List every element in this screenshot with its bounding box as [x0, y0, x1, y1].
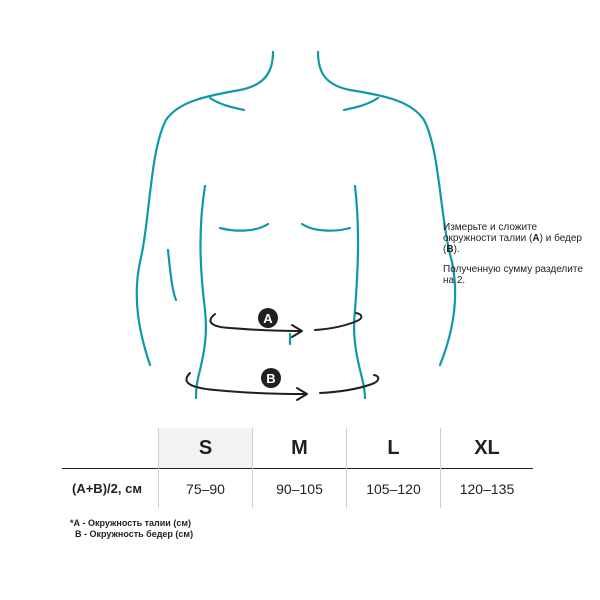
footnote-a: *А - Окружность талии (см) — [70, 518, 191, 528]
torso-outline — [135, 50, 457, 400]
value-l: 105–120 — [346, 468, 441, 508]
size-header-s: S — [158, 428, 253, 469]
marker-b: B — [261, 368, 281, 388]
measurement-instructions: Измерьте и сложите окружности талии (А) … — [443, 222, 593, 295]
instruction-step-1: Измерьте и сложите окружности талии (А) … — [443, 222, 582, 255]
value-s: 75–90 — [158, 468, 253, 508]
svg-text:B: B — [266, 371, 275, 386]
size-header-xl: XL — [440, 428, 533, 469]
value-m: 90–105 — [252, 468, 347, 508]
row-label: (А+В)/2, см — [62, 468, 159, 508]
value-xl: 120–135 — [440, 468, 533, 508]
size-header-m: M — [252, 428, 347, 469]
instruction-step-2: Полученную сумму разделите на 2. — [443, 264, 583, 286]
svg-text:A: A — [263, 311, 273, 326]
marker-a: A — [258, 308, 278, 328]
size-value-row: (А+В)/2, см 75–90 90–105 105–120 120–135 — [62, 468, 533, 508]
footnote-b: В - Окружность бедер (см) — [70, 529, 194, 539]
measurement-arrows — [185, 312, 380, 401]
size-header-l: L — [346, 428, 441, 469]
size-table: S M L XL (А+В)/2, см 75–90 90–105 105–12… — [62, 428, 533, 508]
header-spacer — [62, 428, 159, 469]
footnotes: *А - Окружность талии (см) В - Окружност… — [70, 518, 193, 540]
size-header-row: S M L XL — [62, 428, 533, 469]
